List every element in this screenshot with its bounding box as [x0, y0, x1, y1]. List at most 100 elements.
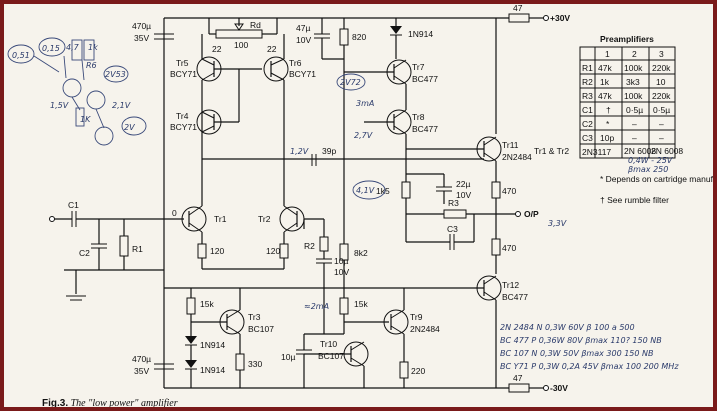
table-cell: C3: [582, 133, 593, 143]
hw-note-27v: 2,7V: [354, 131, 373, 140]
c39p-label: 39p: [322, 146, 336, 156]
table-tr-3: 2N 6008: [651, 146, 683, 156]
hw-sketch-0: 0,51: [12, 51, 30, 60]
cpos-label: 470µ: [132, 21, 151, 31]
table-cell: 47k: [598, 91, 612, 101]
r330-label: 330: [248, 359, 262, 369]
table-title: Preamplifiers: [600, 34, 654, 44]
amplifier-schematic: 47 +30V 47 -30V 470µ 35V 470µ 35V: [7, 4, 717, 393]
table-cell: 10: [656, 77, 666, 87]
table-header: 1 2 3: [605, 49, 664, 59]
pos-rail-label: +30V: [550, 13, 570, 23]
r470b-label: 470: [502, 243, 516, 253]
hw-sketch-5: 1,5V: [50, 101, 69, 110]
d-top-label: 1N914: [408, 29, 433, 39]
c39p: [311, 154, 317, 166]
tr9-label: Tr9: [410, 312, 423, 322]
table-cell: *: [606, 119, 610, 129]
tr9-type: 2N2484: [410, 324, 440, 334]
hw-circle-41v: [352, 180, 386, 200]
r820-label: 820: [352, 32, 366, 42]
r22a-label: 22: [212, 44, 222, 54]
c10-voltage: 10V: [334, 267, 349, 277]
r8k2-label: 8k2: [354, 248, 368, 258]
input-network: [49, 211, 184, 270]
hw-circle-2v72: [336, 73, 366, 91]
c10-label: 10µ: [334, 256, 348, 266]
table-cell: 100k: [624, 91, 643, 101]
hw-sketch-6: 2,1V: [112, 101, 131, 110]
pos-rail-resistor: 47: [513, 4, 523, 13]
table-cell: R2: [582, 77, 593, 87]
table-cell: –: [632, 133, 637, 143]
hw-sketch-3: 1k: [88, 43, 98, 52]
r2-label: R2: [304, 241, 315, 251]
table-tr-row: 2N3117: [582, 147, 611, 157]
preamp-table-grid: [579, 46, 676, 159]
cneg-voltage: 35V: [134, 366, 149, 376]
tr2-transistor: [202, 159, 324, 270]
d2-label: 1N914: [200, 365, 225, 375]
hw-note-04w: 0,4W - 25V: [628, 156, 673, 165]
c3-label: C3: [447, 224, 458, 234]
rd-label: Rd: [250, 20, 261, 30]
d1-label: 1N914: [200, 340, 225, 350]
tr6-type: BCY71: [289, 69, 316, 79]
caption-fig: Fig.3.: [42, 398, 69, 409]
c1-label: C1: [68, 200, 79, 210]
tr6-label: Tr6: [289, 58, 302, 68]
ground-line: [64, 18, 174, 388]
output-node: [496, 211, 521, 217]
table-cell: –: [659, 119, 664, 129]
tr8-type: BC477: [412, 124, 438, 134]
output-label: O/P: [524, 209, 539, 219]
hw-sketch-2: 4,7: [66, 43, 80, 52]
tr4-type: BCY71: [170, 122, 197, 132]
tr7-type: BC477: [412, 74, 438, 84]
tr1-tr2-label: Tr1 & Tr2: [534, 146, 569, 156]
c22-label: 22µ: [456, 179, 470, 189]
tr11-type: 2N2484: [502, 152, 532, 162]
cneg-label: 470µ: [132, 354, 151, 364]
c47-voltage: 10V: [296, 35, 311, 45]
table-col-1: 1: [605, 49, 610, 59]
r120b-label: 120: [266, 246, 280, 256]
tr12-type: BC477: [502, 292, 528, 302]
neg-rail-label: -30V: [550, 383, 568, 393]
hw-spec-1: BC 477 P 0,36W 80V βmax 110? 150 NB: [500, 336, 662, 345]
table-cell: –: [659, 133, 664, 143]
tr7-label: Tr7: [412, 62, 425, 72]
r1k5-c22: [401, 159, 452, 214]
hw-note-3ma: 3mA: [356, 99, 374, 108]
hw-sketch-9: R6: [86, 61, 97, 70]
feedback-network: [303, 209, 496, 250]
c2-label: C2: [79, 248, 90, 258]
tr10-label: Tr10: [320, 339, 337, 349]
tr2-label: Tr2: [258, 214, 271, 224]
table-note-1: * Depends on cartridge manufacturers spe…: [600, 174, 717, 184]
table-cell: C1: [582, 105, 593, 115]
table-cell: R3: [582, 91, 593, 101]
hw-sketch-8: 1K: [80, 115, 91, 124]
r22b-label: 22: [267, 44, 277, 54]
tr4-transistor: [196, 69, 240, 135]
hw-spec-0: 2N 2484 N 0,3W 60V β 100 a 500: [500, 323, 635, 332]
hw-spec-3: BC Y71 P 0,3W 0,2A 45V βmax 100 200 MHz: [500, 362, 679, 371]
table-cell: R1: [582, 63, 593, 73]
hw-sketch-7: 2V: [124, 123, 135, 132]
cpos-voltage: 35V: [134, 33, 149, 43]
d1n914-top: [390, 18, 402, 59]
tr12-label: Tr12: [502, 280, 519, 290]
table-tr-2: 2N 6008: [624, 146, 656, 156]
tr8-label: Tr8: [412, 112, 425, 122]
hw-note-2v72: 2V72: [340, 78, 361, 87]
table-col-2: 2: [632, 49, 637, 59]
table-cell: 220k: [652, 63, 671, 73]
table-cell: 0·5µ: [653, 105, 670, 115]
table-cell: 10p: [600, 133, 614, 143]
caption-title: The "low power" amplifier: [70, 398, 178, 409]
tr9-tr10: [296, 284, 409, 388]
table-rows: R1 47k 100k 220k R2 1k 3k3 10 R3 47k 100…: [582, 63, 683, 157]
tr3-label: Tr3: [248, 312, 261, 322]
